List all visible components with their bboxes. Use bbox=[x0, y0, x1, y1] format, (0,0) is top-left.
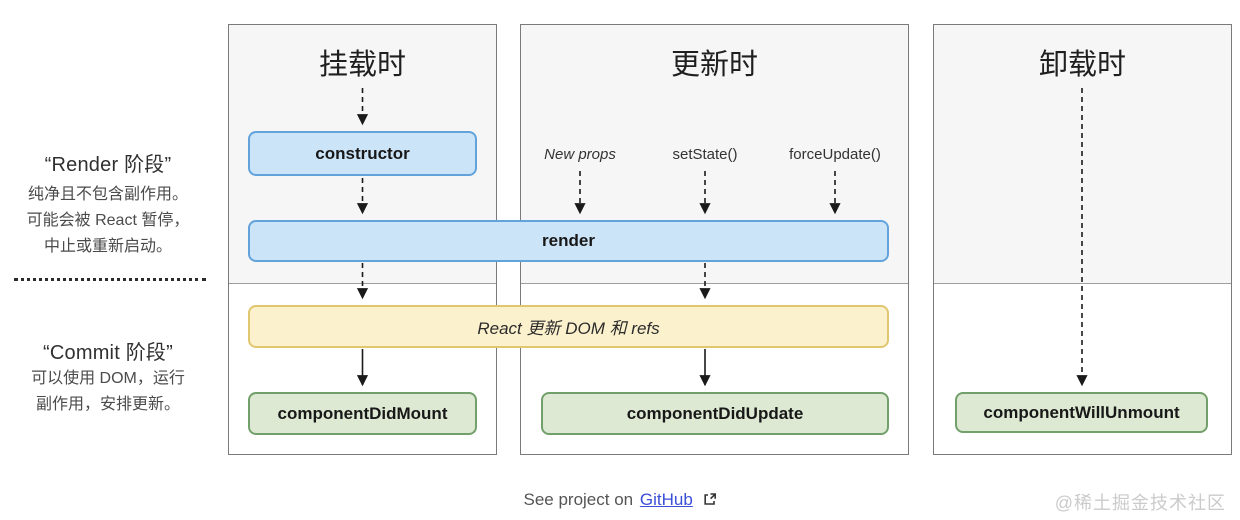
column-title-unmounting: 卸载时 bbox=[1038, 49, 1126, 81]
node-component-did-mount: componentDidMount bbox=[248, 392, 477, 435]
column-title-updating: 更新时 bbox=[670, 49, 758, 81]
github-link[interactable]: GitHub bbox=[639, 490, 693, 509]
footer-text: See project on bbox=[523, 490, 634, 509]
phase-divider bbox=[14, 278, 206, 281]
trigger-force-update: forceUpdate() bbox=[789, 146, 881, 163]
trigger-new-props: New props bbox=[544, 146, 616, 163]
sidebar-notes: “Render 阶段” 纯净且不包含副作用。 可能会被 React 暂停， 中止… bbox=[0, 0, 216, 460]
footer: See project on GitHub bbox=[0, 490, 1240, 511]
render-phase-desc-line: 纯净且不包含副作用。 bbox=[27, 186, 188, 203]
commit-phase-desc-line: 副作用，安排更新。 bbox=[35, 396, 180, 413]
node-component-will-unmount: componentWillUnmount bbox=[955, 392, 1208, 433]
node-dom-update: React 更新 DOM 和 refs bbox=[248, 305, 889, 348]
node-component-did-update: componentDidUpdate bbox=[541, 392, 889, 435]
column-unmounting: 卸载时 bbox=[933, 24, 1232, 455]
external-link-icon bbox=[703, 491, 717, 511]
render-phase-title: “Render 阶段” bbox=[44, 154, 172, 176]
column-title-mounting: 挂载时 bbox=[318, 49, 406, 81]
commit-phase-desc-line: 可以使用 DOM，运行 bbox=[31, 370, 185, 387]
trigger-set-state: setState() bbox=[672, 146, 738, 163]
node-render: render bbox=[248, 220, 889, 262]
render-phase-desc: 纯净且不包含副作用。 可能会被 React 暂停， 中止或重新启动。 bbox=[0, 182, 216, 260]
render-phase-desc-line: 可能会被 React 暂停， bbox=[26, 212, 190, 229]
commit-phase-title: “Commit 阶段” bbox=[43, 342, 173, 364]
commit-phase-desc: 可以使用 DOM，运行 副作用，安排更新。 bbox=[0, 366, 216, 418]
watermark: @稀土掘金技术社区 bbox=[1054, 493, 1226, 513]
node-constructor: constructor bbox=[248, 131, 477, 176]
render-phase-desc-line: 中止或重新启动。 bbox=[43, 238, 172, 255]
